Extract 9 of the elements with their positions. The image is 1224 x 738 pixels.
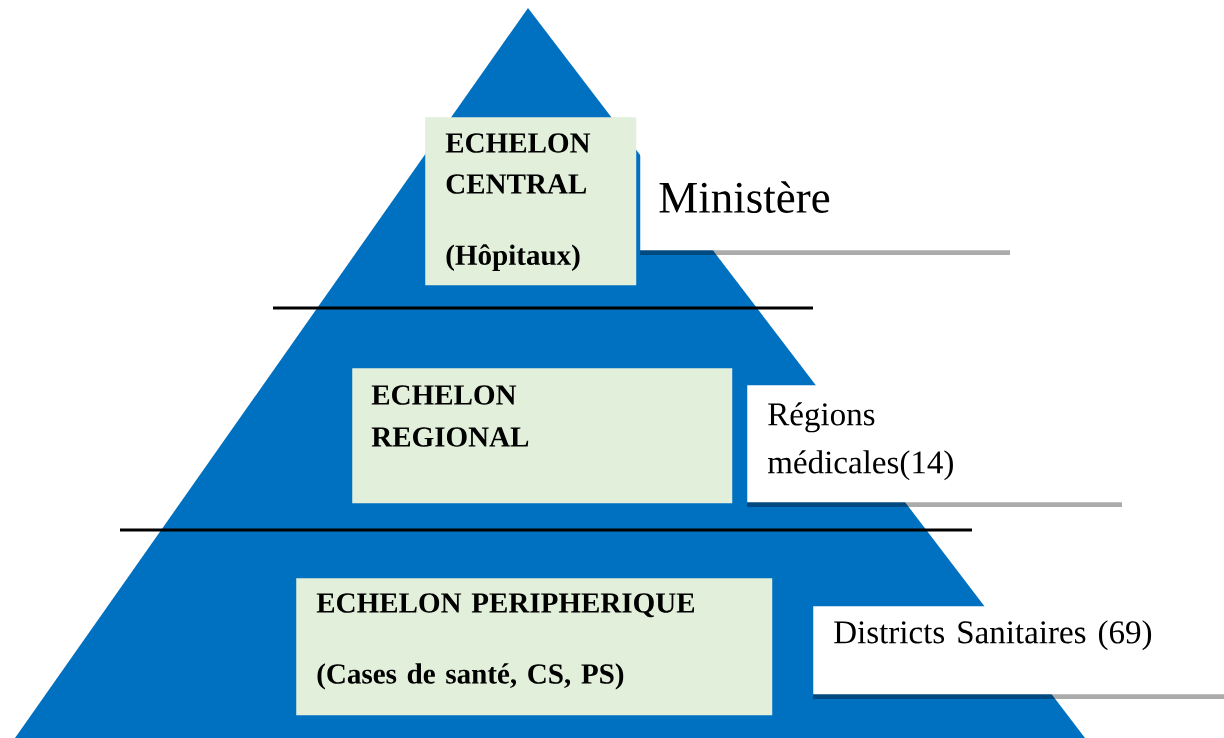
level-box: ECHELON CENTRAL (Hôpitaux) (425, 117, 637, 286)
label-box: Ministère (640, 125, 1011, 255)
node-label: Districts Sanitaires (69) (834, 620, 1152, 651)
level-box: ECHELON REGIONAL (352, 368, 733, 504)
node-label: Ministère (659, 181, 830, 213)
level-box: ECHELON PERIPHERIQUE (Cases de santé, CS, PS) (296, 578, 773, 716)
label-box: Régions médicales(14) (747, 385, 1123, 507)
label-box: Districts Sanitaires (69) (813, 606, 1224, 699)
node-label: Régions médicales(14) (767, 402, 953, 481)
